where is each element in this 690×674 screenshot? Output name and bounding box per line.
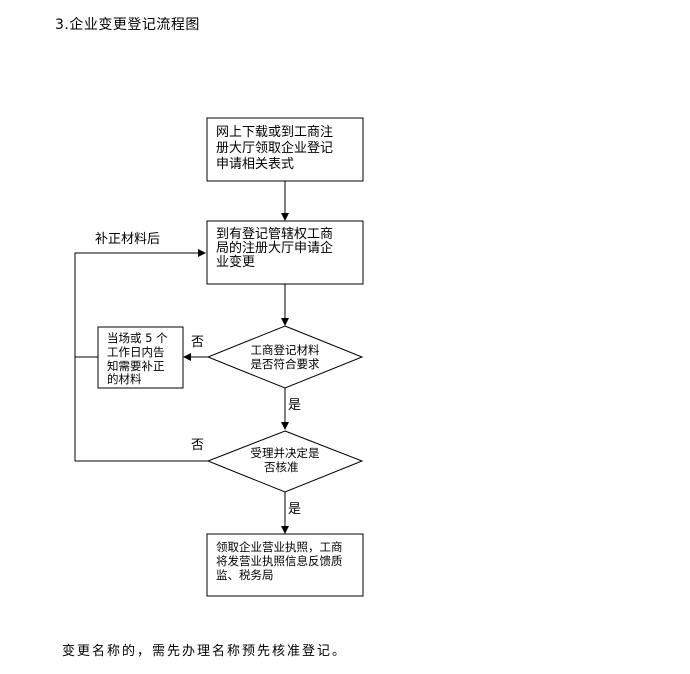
- step-notify-correction-line-1: 当场或 5 个: [107, 331, 168, 345]
- step-receive-license-line-1: 领取企业营业执照，工商: [216, 540, 343, 554]
- step-download-forms: 网上下载或到工商注 册大厅领取企业登记 申请相关表式: [206, 117, 364, 182]
- decision-approve-line-1: 受理并决定是: [251, 446, 320, 460]
- step-notify-correction: 当场或 5 个 工作日内告 知需要补正 的材料: [97, 326, 184, 389]
- step-receive-license-line-3: 监、税务局: [216, 568, 274, 582]
- step-download-forms-line-2: 册大厅领取企业登记: [216, 140, 333, 156]
- step-download-forms-line-1: 网上下载或到工商注: [216, 125, 333, 140]
- step-apply-change: 到有登记管辖权工商 局的注册大厅申请企 业变更: [206, 220, 364, 285]
- label-after-correction: 补正材料后: [95, 232, 160, 247]
- decision-materials-ok-line-1: 工商登记材料: [251, 343, 320, 357]
- arrow-notice-loop-to-step2: [74, 249, 206, 358]
- step-notify-correction-line-2: 工作日内告: [107, 345, 165, 359]
- step-apply-change-line-2: 局的注册大厅申请企: [216, 240, 333, 256]
- decision-materials-ok: 工商登记材料 是否符合要求: [206, 325, 364, 389]
- footer-note: 变更名称的，需先办理名称预先核准登记。: [62, 644, 348, 659]
- step-download-forms-line-3: 申请相关表式: [216, 157, 294, 172]
- step-notify-correction-line-4: 的材料: [107, 372, 142, 386]
- label-no-2: 否: [191, 438, 204, 453]
- step-apply-change-line-1: 到有登记管辖权工商: [216, 226, 333, 242]
- step-notify-correction-line-3: 知需要补正: [107, 359, 165, 373]
- step-receive-license-box: [206, 533, 364, 597]
- label-yes-2: 是: [288, 502, 301, 517]
- decision-approve-line-2: 否核准: [264, 460, 299, 474]
- label-yes-1: 是: [288, 398, 301, 413]
- line-decision2-no-to-loop: [74, 357, 208, 462]
- step-receive-license: 领取企业营业执照，工商 将发营业执照信息反馈质 监、税务局: [206, 533, 364, 597]
- label-no-1: 否: [191, 335, 204, 350]
- page-heading: 3.企业变更登记流程图: [55, 17, 200, 33]
- step-apply-change-line-3: 业变更: [216, 254, 255, 270]
- decision-approve: 受理并决定是 否核准: [206, 430, 364, 493]
- decision-materials-ok-line-2: 是否符合要求: [251, 357, 320, 371]
- step-receive-license-line-2: 将发营业执照信息反馈质: [216, 554, 343, 568]
